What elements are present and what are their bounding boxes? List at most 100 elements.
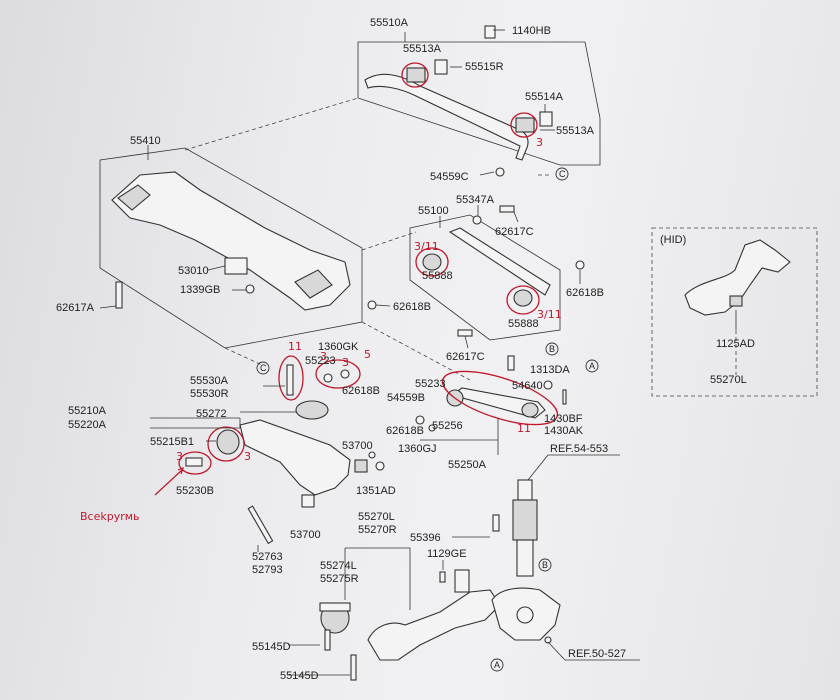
label-55210A: 55210A <box>68 405 107 417</box>
bolt-54640 <box>507 355 515 371</box>
lower-assembly-group: 52763 52793 55270L 55270R 55274L 55275R … <box>247 443 640 682</box>
label-53700-1: 53700 <box>342 440 373 452</box>
svg-text:A: A <box>494 660 500 670</box>
label-55145D-1: 55145D <box>252 641 291 653</box>
label-62618B-4: 62618B <box>386 425 424 437</box>
label-1360GK: 1360GK <box>318 341 359 353</box>
upper-arm-group: 55100 55347A 62617C 55888 55888 62618B 6… <box>409 194 604 363</box>
label-55250A: 55250A <box>448 459 487 471</box>
callout-b-low <box>538 558 552 572</box>
note-5-link: 5 <box>364 348 371 361</box>
bolt-62617C-2 <box>457 329 473 337</box>
label-1125AD: 1125AD <box>716 338 755 350</box>
svg-text:C: C <box>260 363 267 373</box>
bolt-52763 <box>247 505 274 545</box>
note-3-link-a: 3 <box>320 350 327 363</box>
bushing-53700-2 <box>301 494 315 508</box>
label-53010: 53010 <box>178 265 209 277</box>
label-55347A: 55347A <box>456 194 495 206</box>
nut-55396 <box>492 514 500 532</box>
label-55513A-1: 55513A <box>403 43 442 55</box>
label-62617C-2: 62617C <box>446 351 485 363</box>
note-3-top: 3 <box>536 136 543 149</box>
label-55256: 55256 <box>432 420 463 432</box>
bolt-55230B <box>185 457 203 467</box>
bolt-1140HB <box>484 25 496 39</box>
bolt-62617C <box>499 205 515 213</box>
crossmember-frame <box>111 171 351 311</box>
link-group: C 55530A 55530R 1360GK 55223 62618B 5521… <box>68 340 396 541</box>
label-53700-2: 53700 <box>290 529 321 541</box>
red-circle-55223 <box>315 359 361 389</box>
label-55410: 55410 <box>130 135 161 147</box>
label-1430AK: 1430AK <box>544 425 584 437</box>
nut-62618B-1 <box>367 300 377 310</box>
label-52763: 52763 <box>252 551 283 563</box>
callout-b-mid <box>545 342 559 356</box>
bracket-55515R <box>434 59 448 75</box>
ref-54-553[interactable]: REF.54-553 <box>550 443 608 455</box>
label-55513A-2: 55513A <box>556 125 595 137</box>
shock-top-mount <box>517 479 533 501</box>
hid-group: (HID) 1125AD 55270L <box>651 227 818 397</box>
label-1360GJ: 1360GJ <box>398 443 437 455</box>
red-circle-bushing-right <box>510 112 538 138</box>
label-54640: 54640 <box>512 380 543 392</box>
nut-54559C <box>495 167 505 177</box>
label-62618B-3: 62618B <box>342 385 380 397</box>
label-62617A: 62617A <box>56 302 95 314</box>
callout-a-mid <box>585 359 599 373</box>
label-55230B: 55230B <box>176 485 214 497</box>
label-52793: 52793 <box>252 564 283 576</box>
label-1339GB: 1339GB <box>180 284 220 296</box>
callout-c-top <box>555 167 569 181</box>
label-55233: 55233 <box>415 378 446 390</box>
label-54559C: 54559C <box>430 171 469 183</box>
svg-text:B: B <box>549 344 555 354</box>
label-55510A: 55510A <box>370 17 409 29</box>
svg-text:A: A <box>589 361 595 371</box>
mount-53010 <box>224 257 248 275</box>
note-3-bolt: 3 <box>176 450 183 463</box>
bushing-right <box>515 117 535 133</box>
label-1129GE: 1129GE <box>427 548 467 560</box>
stabilizer-bar <box>364 73 529 161</box>
label-55530A: 55530A <box>190 375 229 387</box>
shock-absorber-body <box>512 499 538 541</box>
upper-arm-outline <box>409 214 561 341</box>
label-62618B-1: 62618B <box>393 301 431 313</box>
stabilizer-bar-group: 55510A 1140HB 55513A 55515R 55514A 55513… <box>357 17 601 183</box>
label-55515R: 55515R <box>465 61 504 73</box>
bolt-62617A <box>115 281 123 309</box>
pin-1430BF <box>562 389 567 405</box>
ref-50-527[interactable]: REF.50-527 <box>568 648 626 660</box>
label-55274L: 55274L <box>320 560 357 572</box>
label-55272: 55272 <box>196 408 227 420</box>
red-circle-link <box>278 355 304 401</box>
callout-c-mid <box>256 361 270 375</box>
red-circle-bushing-left <box>401 62 429 88</box>
label-62618B-2: 62618B <box>566 287 604 299</box>
label-54559B: 54559B <box>387 392 425 404</box>
washer-55347A <box>472 215 482 225</box>
label-55396: 55396 <box>410 532 441 544</box>
trailing-arm-55270L <box>367 589 501 661</box>
label-55514A: 55514A <box>525 91 564 103</box>
note-3-bush: 3 <box>244 450 251 463</box>
label-55270R: 55270R <box>358 524 397 536</box>
label-55215B1: 55215B1 <box>150 436 194 448</box>
label-1351AD: 1351AD <box>356 485 396 497</box>
nut-1313DA <box>543 380 553 390</box>
stabilizer-outline <box>357 41 601 166</box>
note-3-55223: 3 <box>342 356 349 369</box>
callout-a-low <box>490 658 504 672</box>
nut-62618B-2 <box>575 260 585 270</box>
bracket-55514A <box>539 111 553 127</box>
handwritten-note: Bcekрyrмь <box>80 510 140 523</box>
red-circle-55888-1 <box>415 247 449 277</box>
crossmember-group: 55410 53010 1339GB 62617A 62618B <box>56 135 431 349</box>
note-3-11-b: 3/11 <box>537 308 562 321</box>
label-55275R: 55275R <box>320 573 359 585</box>
bushing-53700-1 <box>354 459 368 473</box>
